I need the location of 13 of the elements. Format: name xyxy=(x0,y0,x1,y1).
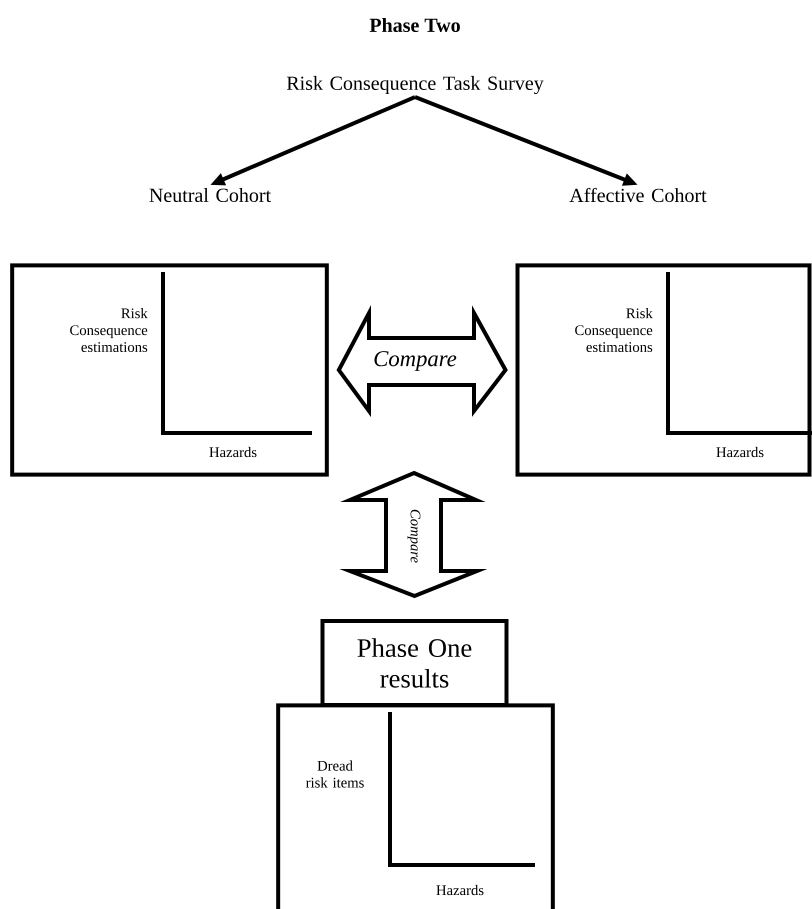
title-box: Phase One results xyxy=(320,619,508,707)
text-label: Affective Cohort xyxy=(570,188,707,202)
title: Phase Two xyxy=(370,18,460,32)
edge-label: Compare xyxy=(406,508,422,564)
axis-label: Risk Consequence estimations xyxy=(70,308,148,352)
axis-label: Hazards xyxy=(436,884,484,896)
axis-label: Risk Consequence estimations xyxy=(575,308,653,352)
axis-label: Dread risk items xyxy=(306,760,364,788)
text-label: Risk Consequence Task Survey xyxy=(286,76,544,94)
axis-label: Hazards xyxy=(716,446,764,458)
axis-label: Hazards xyxy=(209,446,256,458)
edge-label: Compare xyxy=(372,350,458,372)
text-label: Neutral Cohort xyxy=(150,188,271,202)
